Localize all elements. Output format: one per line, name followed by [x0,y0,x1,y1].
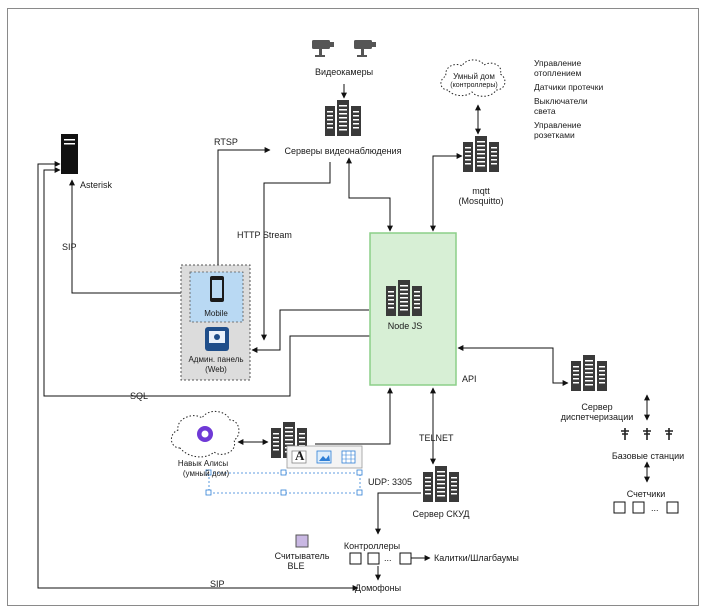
dispatch-label-1: Сервер [581,402,613,412]
api-label: API [462,374,477,384]
edge-node-to-dispatch [457,345,569,386]
gates-label: Калитки/Шлагбаумы [434,553,519,563]
edge-http-stream [261,162,331,341]
controller-box [367,552,380,565]
skud-label: Сервер СКУД [412,509,470,519]
alice-label-2: (умный дом) [182,469,230,478]
tower-icon [642,427,652,441]
meter-box [666,501,679,514]
diagram-frame [7,8,699,606]
edge-asterisk-sip [69,179,191,296]
selection-frame [208,472,361,494]
video-servers-icon [325,100,361,136]
feature-line: света [534,106,556,116]
edge-video-servers-to-node [346,157,393,232]
sip-bottom-label: SIP [210,579,225,589]
sip-top-label: SIP [62,242,77,252]
feature-line: розетками [534,130,575,140]
camera-icon [312,40,334,57]
edges [37,84,650,591]
feature-line: Управление [534,58,582,68]
asterisk-label: Asterisk [80,180,113,190]
meter-box [632,501,645,514]
ble-label-2: BLE [287,561,305,571]
edge-sip-intercoms [37,161,359,591]
selection-handle[interactable] [205,489,212,496]
feature-line: Выключатели [534,96,588,106]
meters-label: Счетчики [626,489,666,499]
mobile-label: Mobile [204,309,228,318]
table-tool-icon[interactable] [341,450,356,464]
mqtt-label: mqtt [472,186,490,196]
controllers-ellipsis: ... [384,553,392,563]
ble-reader-icon [295,534,309,548]
feature-line: Датчики протечки [534,82,604,92]
http-stream-label: HTTP Stream [237,230,292,240]
controller-box [349,552,362,565]
dispatch-label-2: диспетчеризации [560,412,634,422]
camera-icon [354,40,376,57]
meter-box [613,501,626,514]
alice-label-1: Навык Алисы [177,459,229,468]
selection-handle[interactable] [280,489,287,496]
edge-node-to-alice-server [315,387,393,445]
ble-label-1: Считыватель [274,551,330,561]
controllers-label: Контроллеры [343,541,401,551]
dispatch-server-icon [571,355,607,391]
base-stations-label: Базовые станции [611,451,685,461]
telnet-label: TELNET [419,433,454,443]
tower-icon [620,427,630,441]
admin-label-1: Админ. панель [188,355,244,364]
tower-icon [664,427,674,441]
intercoms-label: Домофоны [354,583,402,593]
mqtt-server-icon [463,136,499,172]
feature-line: отоплением [534,68,582,78]
selection-handle[interactable] [280,469,287,476]
feature-line: Управление [534,120,582,130]
cameras-label: Видеокамеры [314,67,374,77]
edge-skud-to-controllers [375,492,421,535]
meters-ellipsis: ... [651,503,659,513]
selection-handle[interactable] [205,469,212,476]
selection-handle[interactable] [356,469,363,476]
sql-label: SQL [130,391,149,401]
smart-home-cloud [440,59,506,97]
edge-node-to-mobile [251,309,369,353]
controller-box [399,552,412,565]
nodejs-label: Node JS [387,321,423,331]
edge-mqtt-to-node [430,153,463,232]
admin-label-2: (Web) [205,365,227,374]
video-servers-label: Серверы видеонаблюдения [284,146,402,156]
selection-handle[interactable] [356,489,363,496]
smart-home-sub: (контроллеры) [450,82,498,89]
mqtt-sub-label: (Mosquitto) [458,196,504,206]
edge-rtsp [215,147,271,273]
skud-server-icon [423,466,459,502]
font-tool-button[interactable]: A [295,448,305,463]
smart-home-title: Умный дом [453,72,495,81]
rtsp-label: RTSP [214,137,238,147]
udp-label: UDP: 3305 [368,477,413,487]
smart-home-features: Управление отоплением Датчики протечки В… [534,58,603,140]
